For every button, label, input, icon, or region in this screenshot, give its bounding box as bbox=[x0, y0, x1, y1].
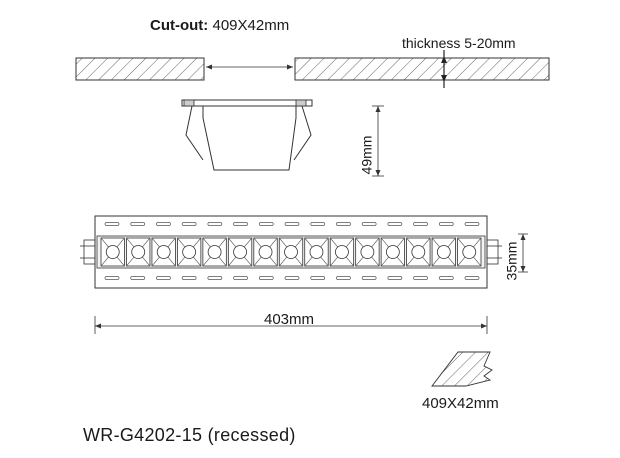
mounting-slot bbox=[336, 222, 351, 226]
mounting-slot bbox=[156, 222, 171, 226]
mounting-slot bbox=[413, 222, 428, 226]
end-clip-right bbox=[486, 239, 502, 265]
led-cell bbox=[126, 237, 151, 267]
mounting-slot bbox=[361, 222, 377, 226]
mounting-slot bbox=[207, 276, 223, 280]
led-cell bbox=[176, 237, 202, 267]
ceiling-left-section bbox=[75, 57, 205, 81]
mounting-slot bbox=[310, 276, 326, 280]
mounting-slot bbox=[104, 276, 120, 280]
mounting-slot bbox=[130, 276, 146, 280]
led-cell bbox=[304, 237, 329, 267]
bottom-mounting-slots bbox=[104, 276, 480, 280]
depth-35-dimension bbox=[518, 233, 528, 273]
top-mounting-slots bbox=[104, 222, 480, 226]
mounting-slot bbox=[284, 276, 300, 280]
mounting-slot bbox=[181, 276, 197, 280]
led-cell bbox=[431, 237, 456, 267]
width-403-dimension bbox=[94, 316, 488, 334]
led-cell bbox=[406, 237, 431, 267]
model-caption: WR-G4202-15 (recessed) bbox=[83, 425, 296, 445]
mounting-slot bbox=[104, 222, 120, 226]
mounting-slot bbox=[464, 276, 480, 280]
led-cell bbox=[329, 237, 355, 267]
fixture-front-view bbox=[80, 215, 502, 289]
mounting-slot bbox=[130, 222, 146, 226]
ceiling-panel bbox=[75, 50, 550, 88]
mounting-slot bbox=[361, 276, 377, 280]
led-cell bbox=[202, 237, 227, 267]
led-cell bbox=[151, 237, 176, 267]
mounting-slot bbox=[233, 276, 248, 280]
led-cell bbox=[100, 237, 125, 267]
led-cell bbox=[355, 237, 380, 267]
end-clip-left bbox=[80, 239, 96, 265]
cutout-title: Cut-out: bbox=[150, 17, 209, 34]
fixture-side-view bbox=[181, 99, 384, 177]
mounting-slot bbox=[387, 276, 403, 280]
led-cell bbox=[457, 237, 482, 267]
led-lens-row bbox=[100, 237, 482, 267]
mounting-slot bbox=[310, 222, 326, 226]
thickness-arrow bbox=[441, 50, 447, 88]
mounting-slot bbox=[258, 222, 274, 226]
ceiling-right-section bbox=[294, 57, 550, 81]
mounting-slot bbox=[438, 222, 454, 226]
led-cell bbox=[380, 237, 405, 267]
led-cell bbox=[227, 237, 253, 267]
mounting-slot bbox=[181, 222, 197, 226]
cutout-icon-label: 409X42mm bbox=[422, 395, 499, 412]
mounting-slot bbox=[284, 222, 300, 226]
cutout-shape-icon bbox=[431, 351, 493, 387]
fixture-depth-label: 35mm bbox=[503, 241, 520, 281]
mounting-slot bbox=[336, 276, 351, 280]
mounting-slot bbox=[438, 276, 454, 280]
cutout-size: 409X42mm bbox=[212, 17, 290, 34]
mounting-slot bbox=[258, 276, 274, 280]
fixture-height-label: 49mm bbox=[358, 135, 375, 175]
mounting-slot bbox=[233, 222, 248, 226]
thickness-caption: thickness 5-20mm bbox=[402, 35, 516, 51]
mounting-slot bbox=[156, 276, 171, 280]
led-cell bbox=[253, 237, 278, 267]
cutout-caption: Cut-out: 409X42mm bbox=[150, 18, 289, 33]
mounting-slot bbox=[207, 222, 223, 226]
mounting-slot bbox=[387, 222, 403, 226]
fixture-width-label: 403mm bbox=[264, 311, 315, 328]
height-49-dimension bbox=[372, 105, 384, 177]
led-cell bbox=[278, 237, 304, 267]
mounting-slot bbox=[464, 222, 480, 226]
mounting-slot bbox=[413, 276, 428, 280]
